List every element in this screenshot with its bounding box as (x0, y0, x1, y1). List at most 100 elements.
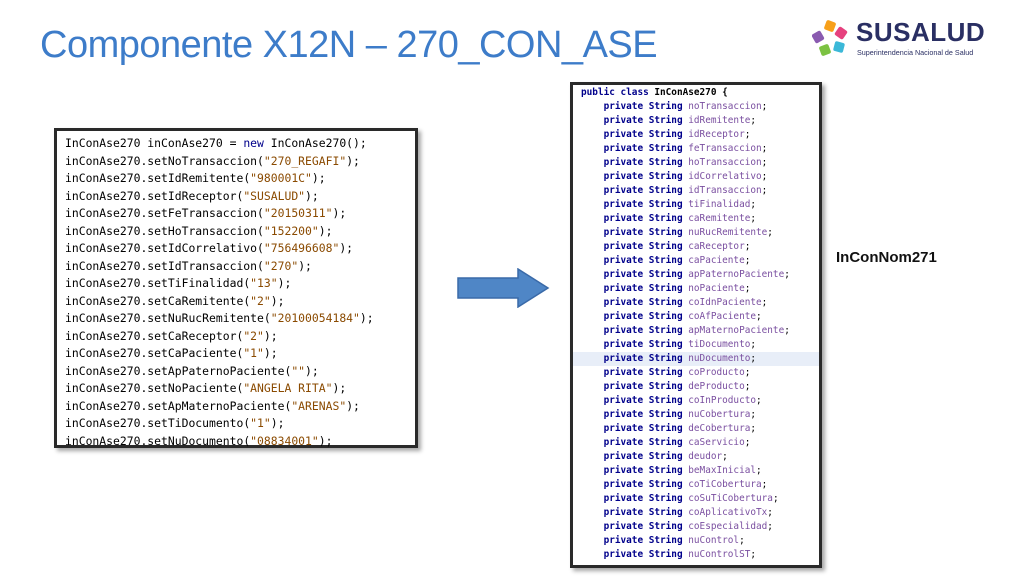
code-string-value: "2" (243, 328, 264, 343)
field-declaration-line: private String nuDocumento; (573, 352, 819, 366)
code-string-value: "" (291, 363, 306, 378)
field-declaration-line: private String beMaxInicial; (603, 465, 762, 476)
code-keyword-new: new (243, 136, 264, 150)
field-name: noTransaccion (688, 101, 762, 112)
field-modifier: private String (603, 535, 683, 546)
code-string-value: "1" (243, 346, 264, 360)
code-string-value: "SUSALUD" (243, 188, 306, 203)
code-method: setIdTransaccion (147, 258, 258, 273)
field-name: coEspecialidad (688, 521, 768, 532)
code-object: inConAse270 (65, 171, 141, 185)
field-modifier: private String (603, 129, 683, 140)
code-object: inConAse270 (65, 363, 141, 378)
field-modifier: private String (603, 479, 683, 490)
field-declaration-line: private String coInProducto; (603, 395, 762, 406)
field-modifier: private String (603, 255, 683, 266)
field-name: coProducto (688, 367, 745, 378)
field-name: nuControl (688, 535, 740, 546)
code-line-call: inConAse270.setApPaternoPaciente(""); (65, 363, 319, 378)
field-declaration-line: private String nuCobertura; (603, 409, 757, 420)
field-declaration-line: private String caPaciente; (603, 255, 751, 266)
field-declaration-line: private String idReceptor; (603, 129, 751, 140)
code-object: inConAse270 (65, 293, 141, 308)
field-modifier: private String (603, 395, 683, 406)
field-modifier: private String (603, 185, 683, 196)
field-name: apMaternoPaciente (688, 325, 785, 336)
code-line-call: inConAse270.setTiFinalidad("13"); (65, 276, 292, 290)
field-declaration-line: private String apMaternoPaciente; (603, 325, 790, 336)
field-modifier: private String (603, 297, 683, 308)
field-declaration-line: private String caRemitente; (603, 213, 757, 224)
field-modifier: private String (603, 213, 683, 224)
code-string-value: "08834001" (250, 433, 319, 448)
field-name: coAplicativoTx (688, 507, 768, 518)
field-declaration-line: private String caReceptor; (603, 241, 751, 252)
field-declaration-line: private String nuRucRemitente; (603, 227, 773, 238)
field-name: deudor (688, 451, 723, 462)
field-modifier: private String (603, 227, 683, 238)
field-modifier: private String (603, 381, 683, 392)
field-modifier: private String (603, 493, 683, 504)
field-declaration-line: private String coAplicativoTx; (603, 507, 773, 518)
field-name: nuCobertura (688, 409, 751, 420)
field-modifier: private String (603, 353, 683, 364)
code-method: setTiDocumento (147, 416, 244, 430)
code-line-call: inConAse270.setIdTransaccion("270"); (65, 258, 312, 273)
code-object: inConAse270 (65, 276, 141, 290)
code-string-value: "13" (250, 276, 278, 290)
field-modifier: private String (603, 367, 683, 378)
field-name: apPaternoPaciente (688, 269, 785, 280)
field-declaration-line: private String tiFinalidad; (603, 199, 757, 210)
field-name: deProducto (688, 381, 745, 392)
field-modifier: private String (603, 283, 683, 294)
code-object: inConAse270 (65, 206, 141, 220)
field-name: tiFinalidad (688, 199, 751, 210)
field-declaration-line: private String idCorrelativo; (603, 171, 768, 182)
class-name: InConAse270 (648, 87, 717, 98)
field-declaration-line: private String idTransaccion; (603, 185, 768, 196)
field-name: caServicio (688, 437, 745, 448)
side-label: InConNom271 (836, 249, 937, 266)
code-string-value: "2" (250, 293, 271, 308)
code-object: inConAse270 (65, 241, 141, 255)
field-declaration-line: private String deudor; (603, 451, 728, 462)
field-modifier: private String (603, 451, 683, 462)
field-name: noPaciente (688, 283, 745, 294)
field-modifier: private String (603, 143, 683, 154)
field-declaration-line: private String tiDocumento; (603, 339, 757, 350)
field-declaration-line: private String coSuTiCobertura; (603, 493, 779, 504)
field-modifier: private String (603, 101, 683, 112)
field-modifier: private String (603, 325, 683, 336)
code-string-value: "756496608" (263, 241, 340, 255)
code-line-call: inConAse270.setIdReceptor("SUSALUD"); (65, 188, 319, 203)
field-name: beMaxInicial (688, 465, 756, 476)
code-line-call: inConAse270.setNoPaciente("ANGELA RITA")… (65, 381, 347, 395)
code-object: inConAse270 (65, 433, 141, 448)
field-name: hoTransaccion (688, 157, 762, 168)
code-line-call: inConAse270.setCaPaciente("1"); (65, 346, 278, 360)
code-text: InConAse270(); (263, 136, 367, 150)
code-object: inConAse270 (65, 188, 141, 203)
field-name: tiDocumento (688, 339, 751, 350)
field-declaration-line: private String deCobertura; (603, 423, 757, 434)
field-modifier: private String (603, 507, 683, 518)
field-declaration-line: private String coEspecialidad; (603, 521, 773, 532)
field-declaration-line: private String noPaciente; (603, 283, 751, 294)
code-string-value: "ANGELA RITA" (243, 381, 333, 395)
code-line-call: inConAse270.setTiDocumento("1"); (65, 416, 285, 430)
field-modifier: private String (603, 269, 683, 280)
code-string-value: "20150311" (263, 206, 333, 220)
field-name: nuDocumento (688, 353, 751, 364)
code-object: inConAse270 (65, 328, 141, 343)
code-object: inConAse270 (65, 346, 141, 360)
field-declaration-line: private String caServicio; (603, 437, 751, 448)
logo-brand-text: SUSALUD (856, 17, 986, 47)
logo-tagline: Superintendencia Nacional de Salud (857, 48, 974, 57)
field-declaration-line: private String apPaternoPaciente; (603, 269, 790, 280)
field-declaration-line: private String deProducto; (603, 381, 751, 392)
code-line-call: inConAse270.setCaRemitente("2"); (65, 293, 285, 308)
right-arrow-icon (457, 268, 550, 308)
right-code-class-declaration: public class InConAse270 { private Strin… (570, 82, 822, 568)
code-line-call: inConAse270.setHoTransaccion("152200"); (65, 223, 333, 238)
slide-title: Componente X12N – 270_CON_ASE (40, 24, 658, 66)
